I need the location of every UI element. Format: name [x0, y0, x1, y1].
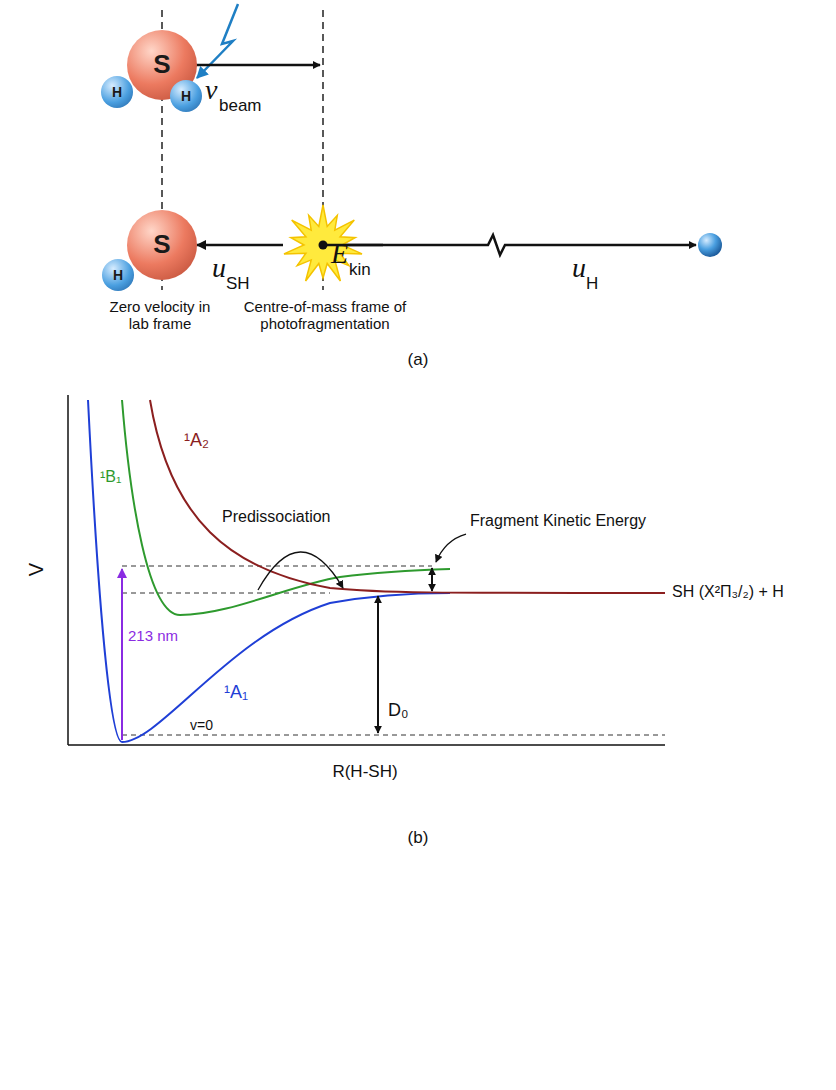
wavelength-label: 213 nm	[128, 627, 178, 644]
atom-symbol: H	[113, 267, 123, 283]
dissociation-energy-arrow	[377, 596, 379, 733]
h-velocity-arrow	[323, 235, 696, 255]
asymptote-label: SH (X²Π₃/₂) + H	[672, 583, 784, 601]
hydrogen-atom: H	[101, 76, 133, 108]
energy-burst: Ekin	[283, 200, 383, 290]
velocity-subscript: beam	[219, 96, 262, 116]
b1-state-curve	[122, 400, 450, 615]
ground-vibrational-level	[122, 735, 665, 736]
excitation-level	[122, 566, 432, 567]
atom-symbol: H	[112, 84, 122, 100]
hydrogen-atom: H	[102, 259, 134, 291]
centre-of-mass-dot	[319, 241, 328, 250]
level-label: v=0	[190, 717, 213, 733]
frame-caption: Zero velocity in lab frame	[108, 298, 212, 333]
leader-line	[436, 534, 466, 562]
panel-label: (b)	[408, 828, 429, 848]
process-label: Predissociation	[222, 508, 331, 526]
velocity-arrow	[197, 244, 283, 247]
energy-symbol: E	[331, 238, 348, 270]
state-label: ¹B₁	[100, 468, 121, 486]
axis-title: V	[25, 563, 48, 576]
energy-label: D₀	[388, 700, 408, 721]
annotation: Fragment Kinetic Energy	[470, 512, 646, 530]
energy-subscript: kin	[349, 260, 371, 280]
y-axis	[67, 395, 69, 745]
predissociation-arrow	[258, 552, 343, 590]
asymptote-level	[122, 593, 330, 594]
photon-bolt	[197, 4, 238, 78]
excitation-arrow	[121, 569, 123, 740]
velocity-subscript: SH	[226, 274, 250, 294]
panel-label: (a)	[408, 350, 429, 370]
velocity-symbol: u	[212, 252, 226, 284]
velocity-subscript: H	[586, 274, 598, 294]
kinetic-energy-arrow	[431, 568, 433, 591]
hydrogen-atom: H	[170, 80, 202, 112]
axis-title: R(H-SH)	[332, 762, 397, 782]
state-label: ¹A₁	[224, 682, 248, 703]
state-label: ¹A₂	[184, 430, 209, 451]
hydrogen-fragment	[698, 233, 722, 257]
atom-symbol: H	[181, 88, 191, 104]
atom-symbol: S	[153, 50, 170, 80]
velocity-symbol: u	[572, 252, 586, 284]
velocity-symbol: v	[205, 74, 217, 106]
atom-symbol: S	[153, 230, 170, 260]
sulfur-atom: S	[127, 210, 197, 280]
x-axis	[68, 744, 665, 746]
a2-state-curve	[150, 400, 665, 593]
frame-caption: Centre-of-mass frame of photofragmentati…	[241, 298, 409, 333]
